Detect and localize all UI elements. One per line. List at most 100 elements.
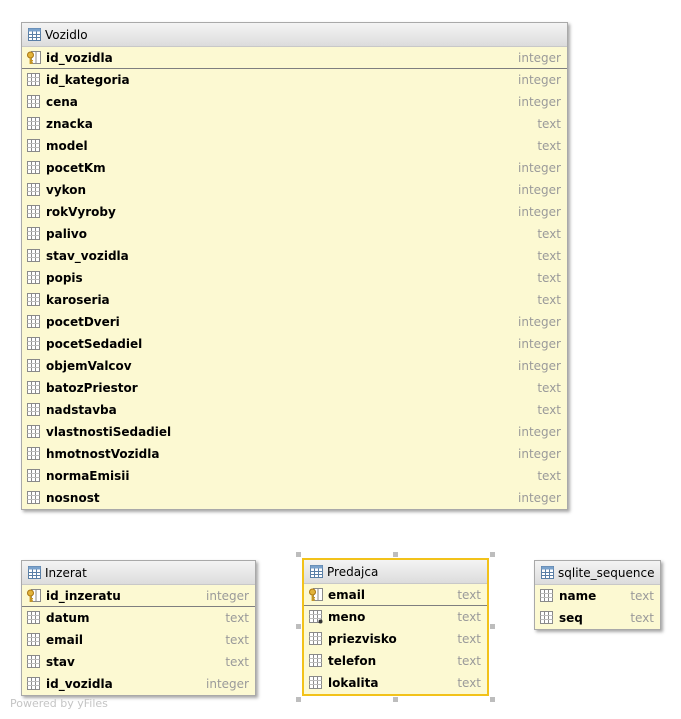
column-row[interactable]: pocetDveri integer [22,311,567,333]
column-icon [309,654,323,668]
column-row[interactable]: cena integer [22,91,567,113]
table-icon [310,565,323,578]
column-icon [27,491,41,505]
resize-handle[interactable] [490,552,495,557]
column-name: datum [46,611,90,625]
column-name: seq [559,611,583,625]
table-title: Predajca [327,564,379,579]
column-type: text [225,655,249,669]
primary-key-icon [27,50,41,65]
column-icon [27,633,41,647]
column-icon [27,381,41,395]
column-type: integer [518,315,561,329]
column-type: integer [518,425,561,439]
column-icon [27,73,41,87]
resize-handle[interactable] [392,552,398,557]
resize-handle[interactable] [296,624,301,629]
column-type: text [225,633,249,647]
column-icon [27,677,41,691]
column-name: cena [46,95,78,109]
column-icon [27,403,41,417]
column-name: pocetDveri [46,315,120,329]
primary-key-icon [27,588,41,603]
column-row[interactable]: name text [535,585,660,607]
column-icon [27,447,41,461]
table-icon [541,566,554,579]
column-name: batozPriestor [46,381,138,395]
column-row[interactable]: stav_vozidla text [22,245,567,267]
table-header[interactable]: sqlite_sequence [535,561,660,585]
column-type: text [630,589,654,603]
table-icon [28,566,41,579]
column-name: nadstavba [46,403,117,417]
table-header[interactable]: Predajca [304,560,487,584]
resize-handle[interactable] [296,697,301,702]
column-name: name [559,589,597,603]
table-title: Vozidlo [45,27,88,42]
column-type: text [225,611,249,625]
column-row[interactable]: stav text [22,651,255,673]
column-type: integer [518,205,561,219]
column-row[interactable]: datum text [22,607,255,629]
column-type: text [537,293,561,307]
column-icon [27,183,41,197]
column-name: stav_vozidla [46,249,129,263]
column-type: text [537,381,561,395]
resize-handle[interactable] [490,624,495,629]
column-type: text [457,654,481,668]
column-name: palivo [46,227,87,241]
column-row[interactable]: palivo text [22,223,567,245]
table-header[interactable]: Vozidlo [22,23,567,47]
column-icon [27,271,41,285]
column-icon [27,139,41,153]
table-header[interactable]: Inzerat [22,561,255,585]
column-row[interactable]: batozPriestor text [22,377,567,399]
watermark: Powered by yFiles [10,697,108,710]
column-type: integer [206,677,249,691]
column-name: lokalita [328,676,379,690]
column-type: text [537,227,561,241]
column-icon [540,589,554,603]
column-name: model [46,139,88,153]
column-name: stav [46,655,75,669]
resize-handle[interactable] [296,552,301,557]
column-name: vlastnostiSedadiel [46,425,172,439]
resize-handle[interactable] [392,697,398,702]
column-type: integer [518,183,561,197]
column-type: text [537,271,561,285]
column-name: id_inzeratu [46,588,121,603]
column-type: text [537,249,561,263]
column-type: integer [518,95,561,109]
column-row[interactable]: vlastnostiSedadiel integer [22,421,567,443]
column-icon [27,249,41,263]
resize-handle[interactable] [490,697,495,702]
